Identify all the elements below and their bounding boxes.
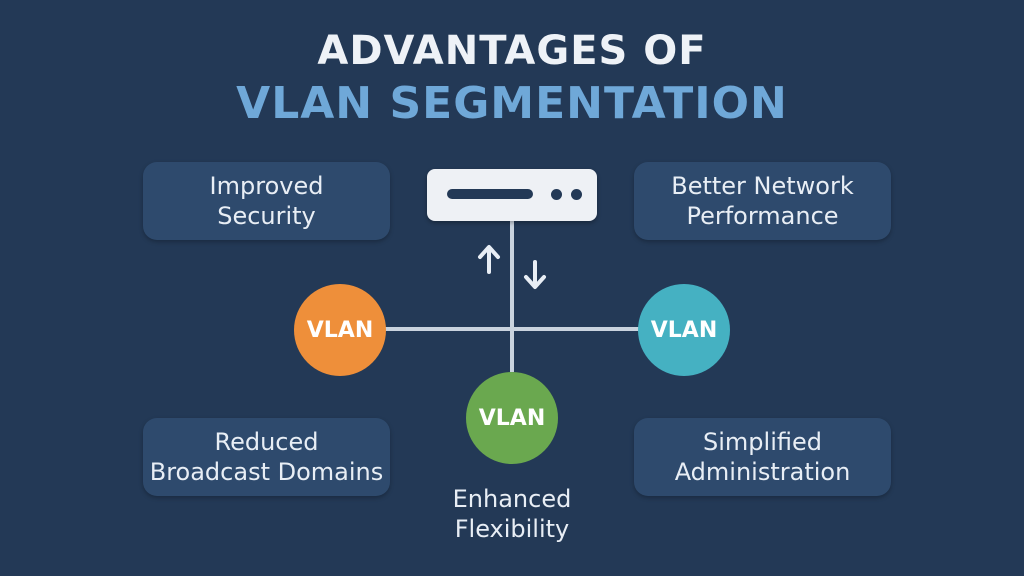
benefit-card-network-performance: Better Network Performance [634,162,891,240]
benefit-label: Reduced Broadcast Domains [149,428,384,486]
title-line-2: VLAN SEGMENTATION [236,78,788,129]
benefit-label: Simplified Administration [674,428,851,486]
vlan-node-teal: VLAN [638,284,730,376]
vlan-node-orange: VLAN [294,284,386,376]
benefit-label: Better Network Performance [671,172,854,230]
router-led-2 [571,189,582,200]
title-line-1: ADVANTAGES OF [317,28,707,74]
benefit-label-enhanced-flexibility: Enhanced Flexibility [452,485,572,543]
router-port-slot [447,189,533,199]
arrow-down-icon [524,260,546,289]
benefit-label: Improved Security [209,172,324,230]
router-icon [427,169,597,221]
benefit-card-improved-security: Improved Security [143,162,390,240]
vlan-node-green: VLAN [466,372,558,464]
benefit-card-reduced-broadcast: Reduced Broadcast Domains [143,418,390,496]
arrow-up-icon [478,245,500,274]
router-led-1 [551,189,562,200]
benefit-card-simplified-admin: Simplified Administration [634,418,891,496]
